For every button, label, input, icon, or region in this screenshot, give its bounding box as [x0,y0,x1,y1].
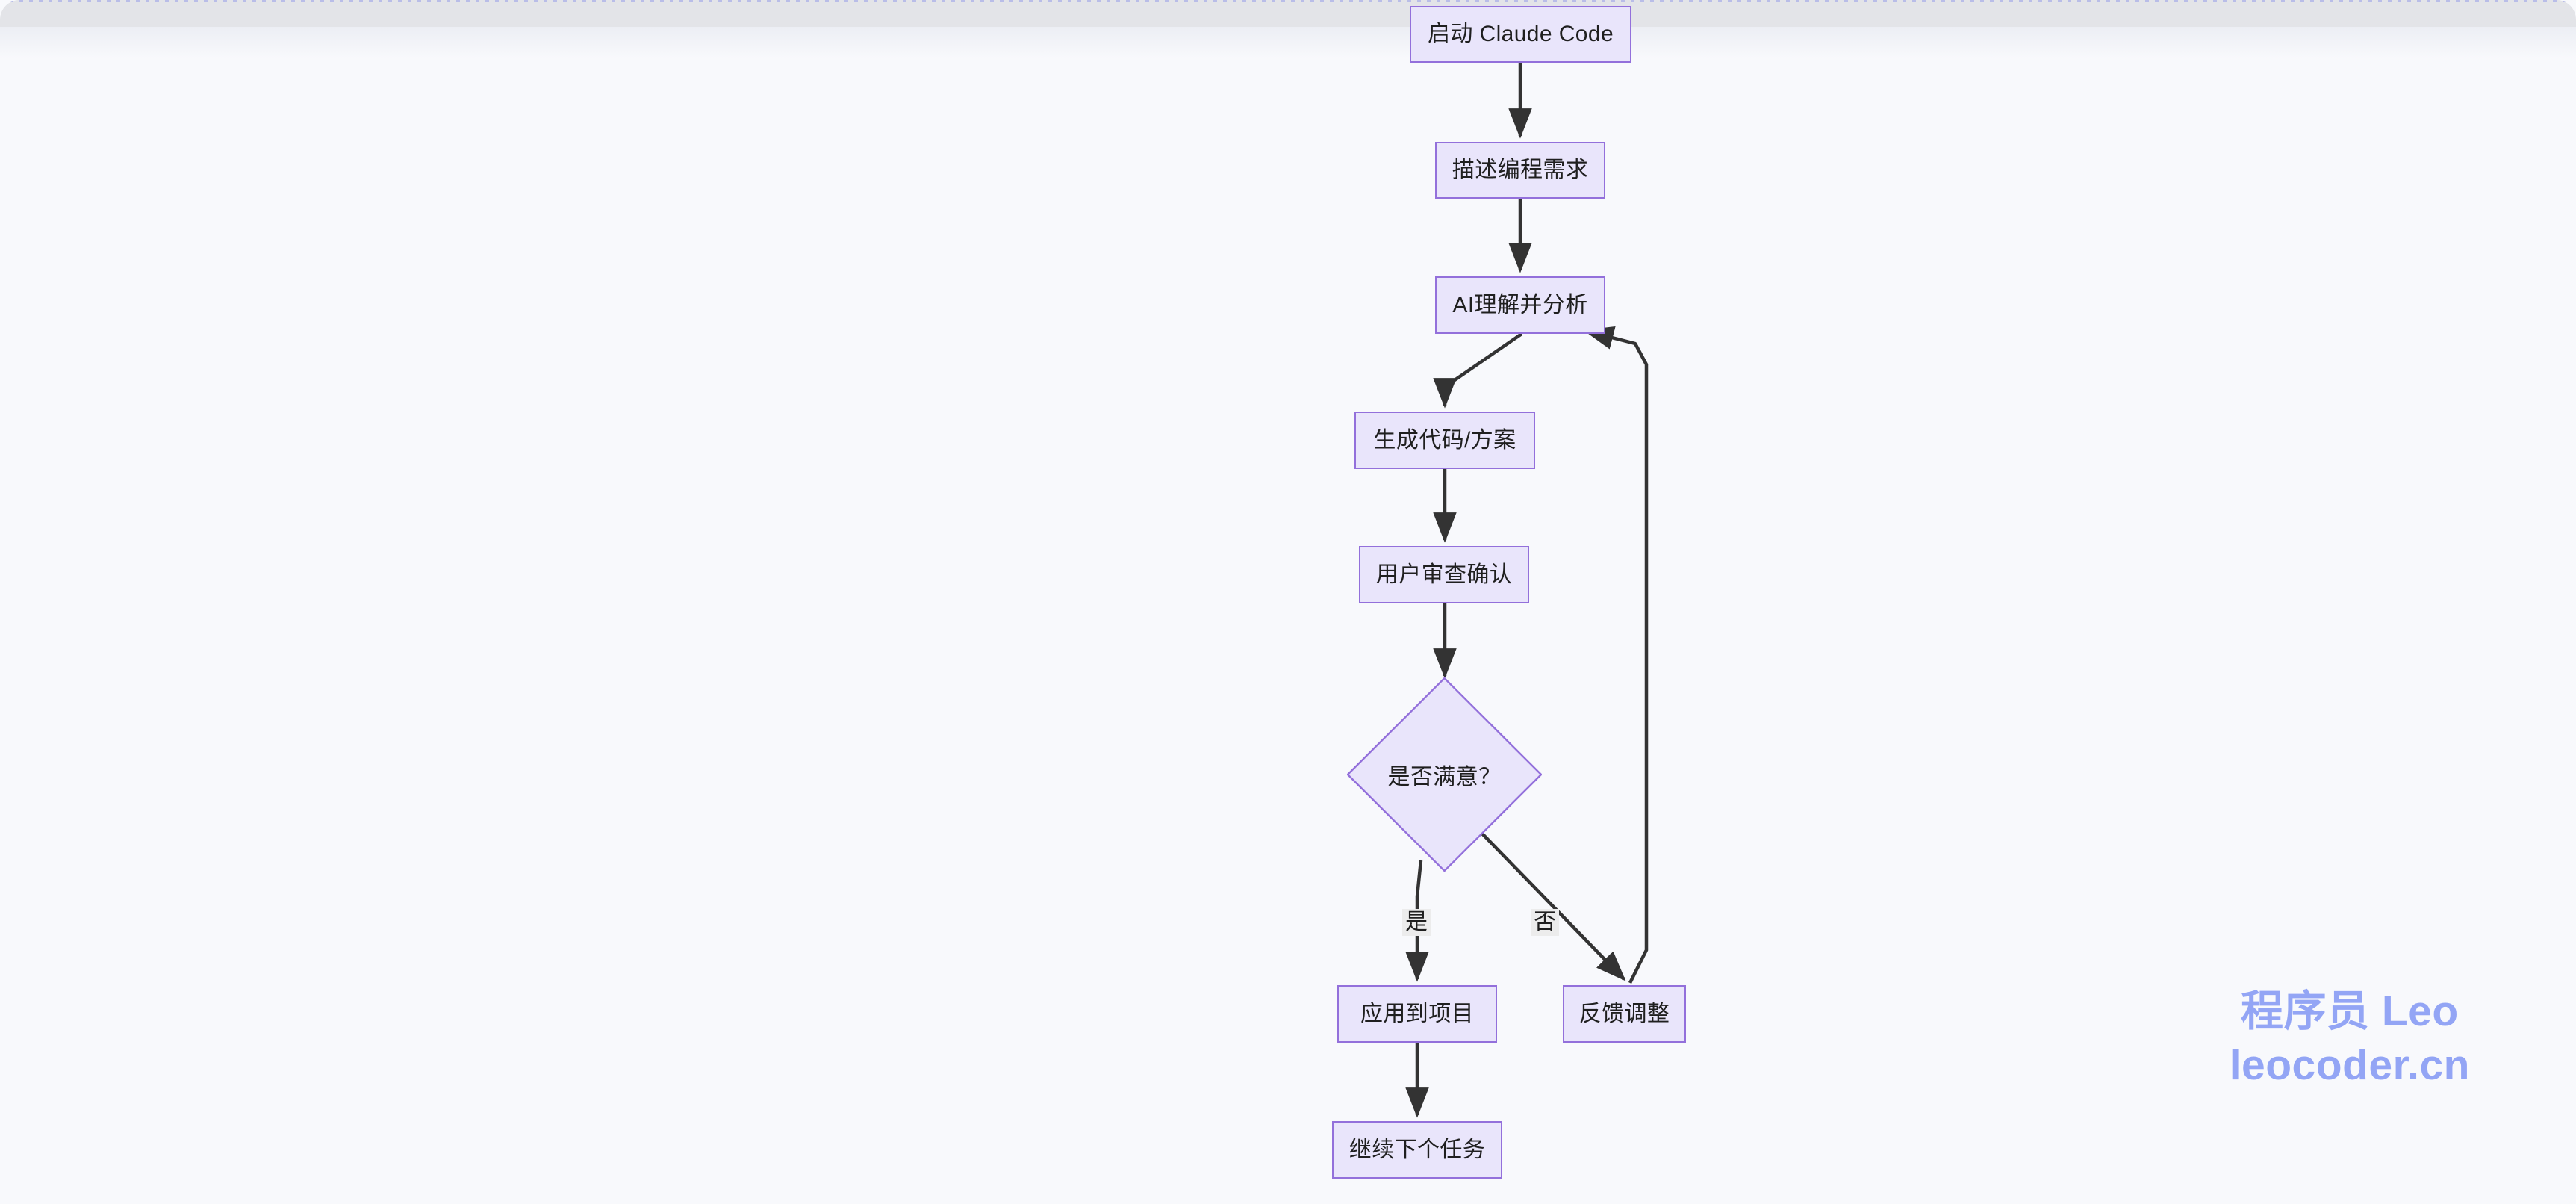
node-next-task-label: 继续下个任务 [1348,1137,1486,1162]
node-analyze[interactable]: AI理解并分析 [1435,276,1605,334]
node-feedback-label: 反馈调整 [1578,1001,1670,1026]
node-apply-label: 应用到项目 [1360,1001,1474,1026]
node-generate-label: 生成代码/方案 [1373,427,1516,453]
canvas-top-fade [0,27,2576,58]
edge-analyze-generate [1433,332,1523,409]
node-review[interactable]: 用户审查确认 [1359,546,1529,603]
edge-label-no: 否 [1531,909,1559,936]
node-apply[interactable]: 应用到项目 [1337,985,1497,1043]
node-start[interactable]: 启动 Claude Code [1410,6,1631,63]
window-titlebar [0,0,2576,27]
titlebar-dotted-line [0,0,2576,2]
node-analyze-label: AI理解并分析 [1452,292,1588,317]
node-feedback[interactable]: 反馈调整 [1563,985,1686,1043]
node-review-label: 用户审查确认 [1375,562,1513,587]
node-generate[interactable]: 生成代码/方案 [1354,412,1535,469]
edge-label-yes: 是 [1402,909,1431,936]
node-next-task[interactable]: 继续下个任务 [1332,1121,1502,1179]
node-decision[interactable]: 是否满意？ [1347,677,1542,872]
node-describe[interactable]: 描述编程需求 [1435,142,1605,199]
watermark: 程序员 Leo leocoder.cn [2230,984,2470,1093]
node-start-label: 启动 Claude Code [1427,22,1614,46]
watermark-line-2: leocoder.cn [2229,1041,2470,1090]
edge-feedback-analyze [1583,326,1649,984]
node-describe-label: 描述编程需求 [1452,158,1589,182]
diamond-shape [1347,677,1542,872]
watermark-line-1: 程序员 Leo [2241,987,2459,1035]
node-decision-label: 是否满意？ [1387,765,1502,789]
